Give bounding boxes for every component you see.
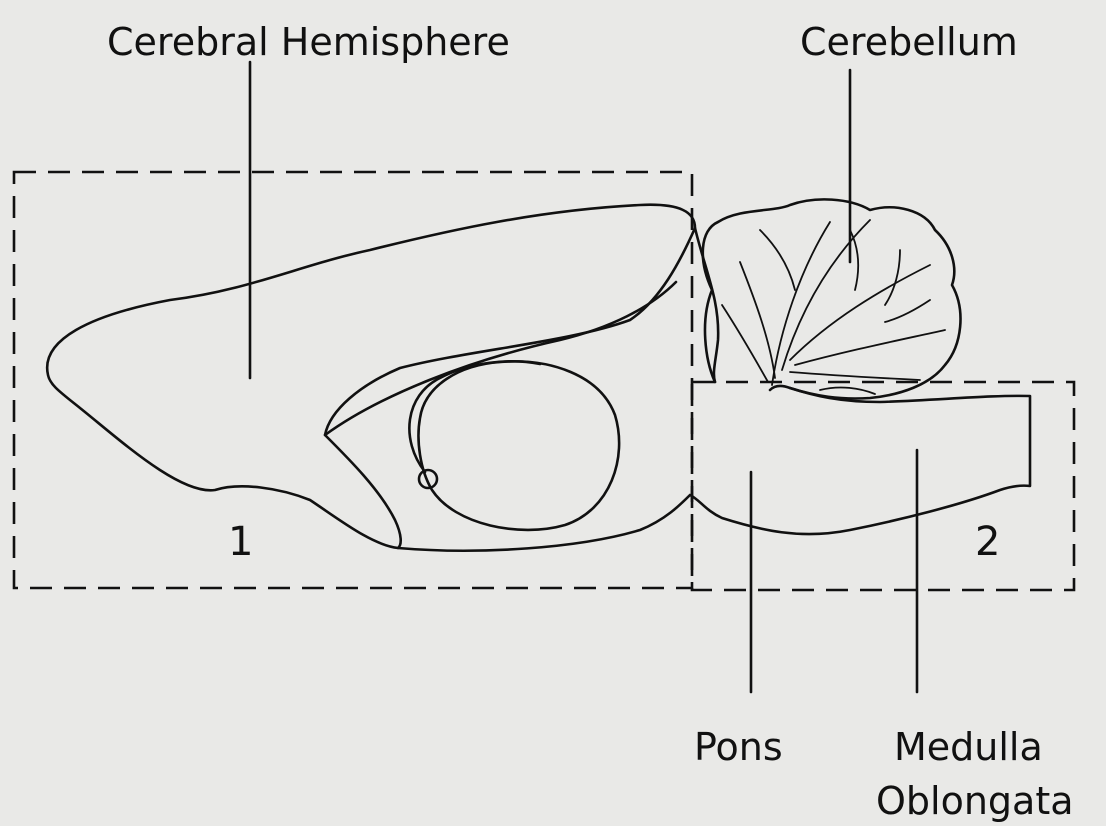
label-cerebellum: Cerebellum <box>800 20 1018 64</box>
hemisphere-inner-contour <box>325 282 676 435</box>
hippocampal-band <box>409 361 540 472</box>
thalamus-oval <box>419 361 620 530</box>
region-1-number: 1 <box>228 519 253 565</box>
cerebellum-folia <box>722 220 945 394</box>
label-medulla: Medulla <box>894 725 1043 769</box>
label-oblongata: Oblongata <box>876 779 1074 823</box>
region-2-number: 2 <box>975 519 1000 565</box>
cerebral-hemisphere-shape <box>47 205 695 548</box>
cerebellum-outline <box>703 199 961 398</box>
label-cerebral-hemisphere: Cerebral Hemisphere <box>107 20 510 64</box>
label-pons: Pons <box>694 725 783 769</box>
region-1-box <box>14 172 692 588</box>
